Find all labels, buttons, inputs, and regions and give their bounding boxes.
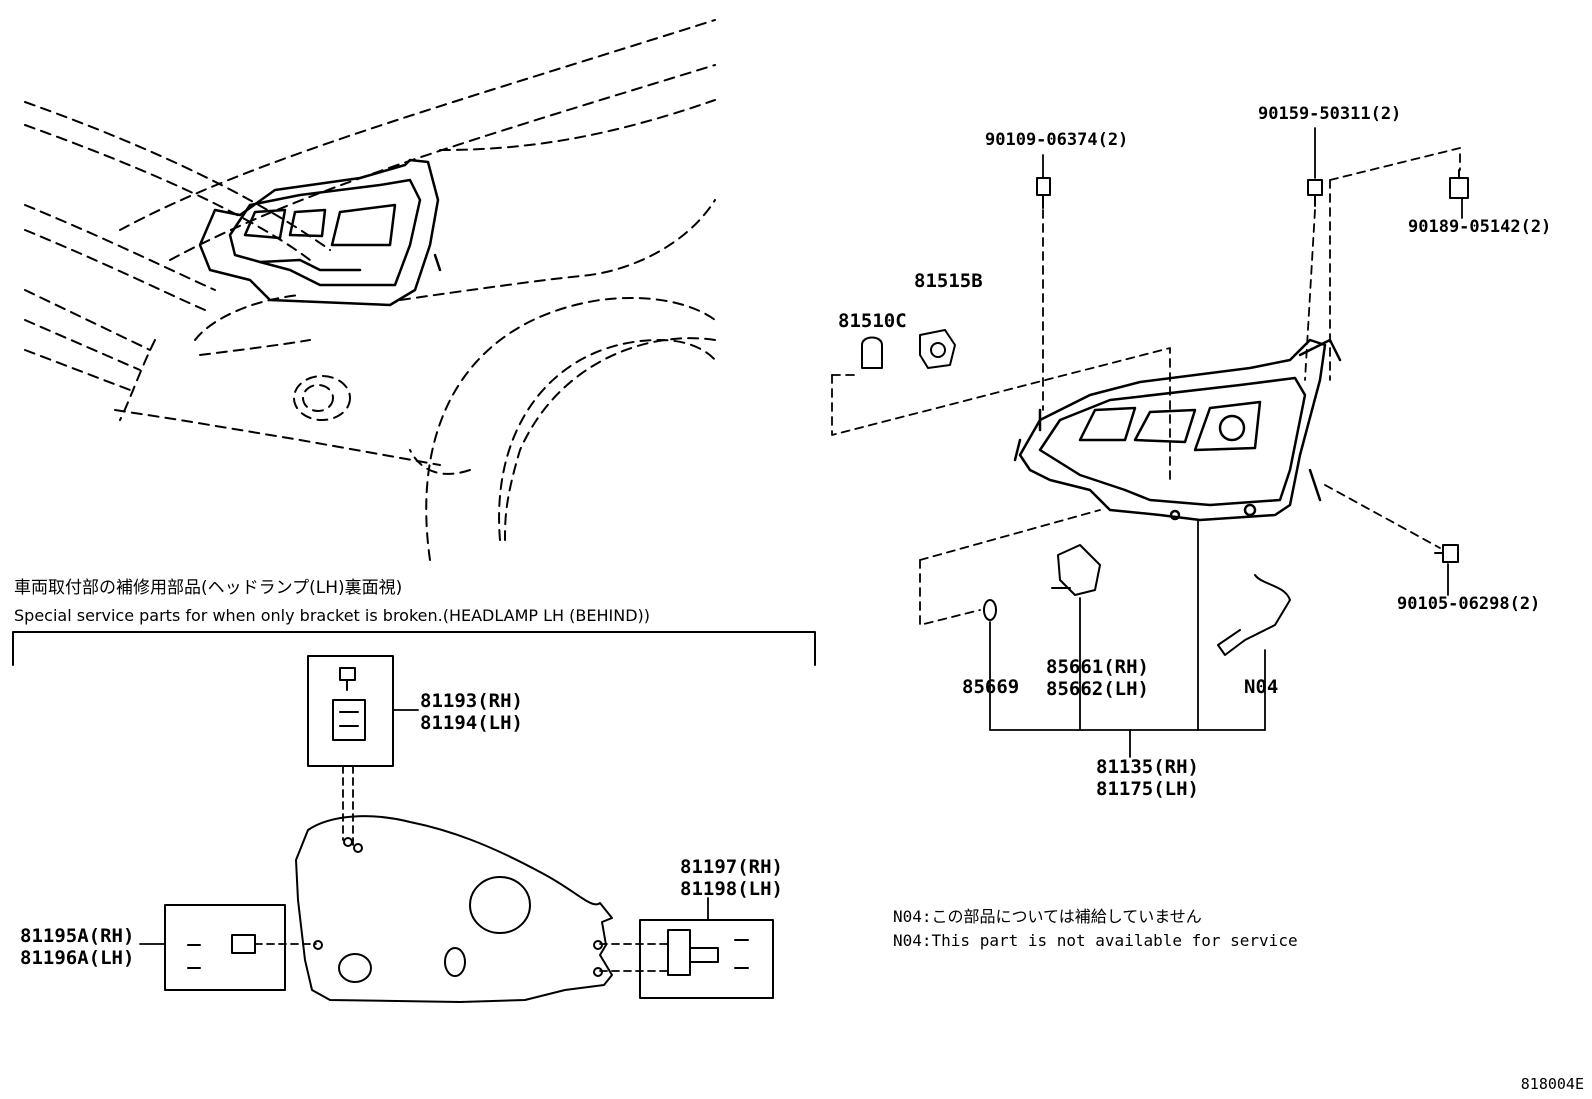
section-title-jp: 車両取付部の補修用部品(ヘッドランプ(LH)裏面視) [14, 578, 403, 598]
right-solid-leaders [989, 127, 1463, 758]
section-title-en: Special service parts for when only brac… [14, 606, 651, 625]
part-number-81198[interactable]: 81198(LH) [680, 878, 783, 900]
part-number-81135[interactable]: 81135(RH) [1096, 756, 1199, 778]
part-number-81197[interactable]: 81197(RH) [680, 856, 783, 878]
vehicle-front-illustration [24, 19, 716, 561]
part-number-85661[interactable]: 85661(RH) [1046, 656, 1149, 678]
part-number-81515B[interactable]: 81515B [914, 270, 983, 292]
bracket-section-frame [12, 631, 816, 666]
part-number-81196A[interactable]: 81196A(LH) [20, 947, 135, 969]
bracket-solid-leaders [139, 709, 709, 945]
bracket-boxes [164, 655, 774, 999]
note-jp: N04:この部品については補給していません [893, 907, 1202, 926]
part-number-90105[interactable]: 90105-06298(2) [1397, 594, 1541, 614]
illustration-number: 818004E [1520, 1075, 1584, 1093]
bracket-housing-illustration [295, 815, 613, 1003]
part-number-85669[interactable]: 85669 [962, 676, 1020, 698]
part-number-81195A[interactable]: 81195A(RH) [20, 925, 135, 947]
part-number-90189[interactable]: 90189-05142(2) [1408, 217, 1552, 237]
bracket-leader-lines [254, 765, 669, 972]
part-number-81194[interactable]: 81194(LH) [420, 712, 523, 734]
part-number-90109[interactable]: 90109-06374(2) [985, 130, 1129, 150]
note-en: N04:This part is not available for servi… [893, 931, 1298, 950]
headlamp-assembly-illustration [1013, 338, 1342, 522]
part-number-81193[interactable]: 81193(RH) [420, 690, 523, 712]
part-number-90159[interactable]: 90159-50311(2) [1258, 104, 1402, 124]
right-leader-lines [831, 147, 1461, 626]
bracket-parts-illustrations [187, 667, 749, 976]
part-number-N04[interactable]: N04 [1244, 676, 1279, 698]
part-number-81175[interactable]: 81175(LH) [1096, 778, 1199, 800]
part-number-85662[interactable]: 85662(LH) [1046, 678, 1149, 700]
vehicle-headlamp-illustration [198, 158, 442, 307]
part-number-81510C[interactable]: 81510C [838, 310, 907, 332]
small-parts-illustrations [861, 169, 1469, 656]
